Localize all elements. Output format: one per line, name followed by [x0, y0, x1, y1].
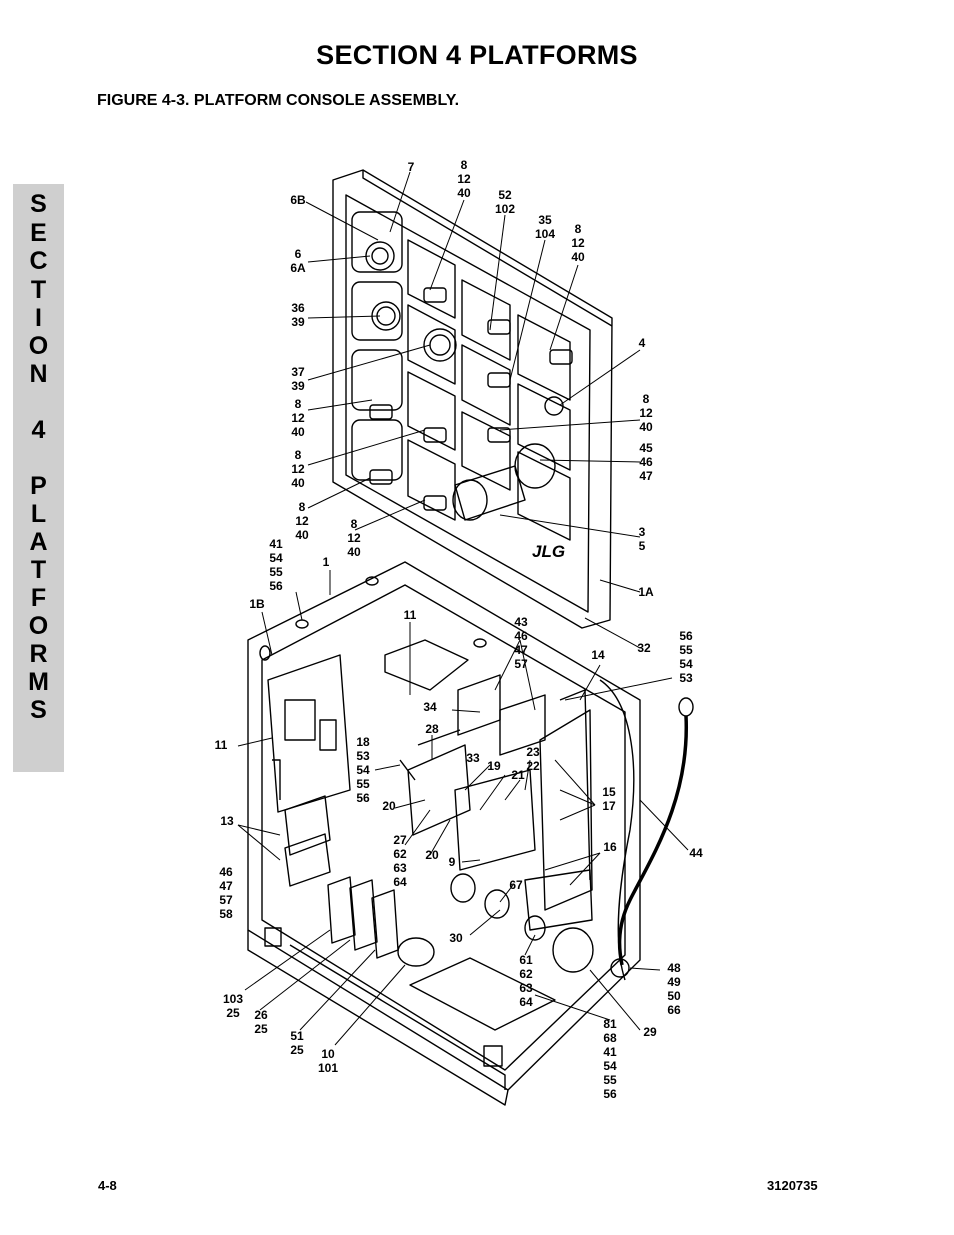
side-tab-letter: M — [28, 668, 49, 696]
side-tab-letter: F — [30, 584, 47, 612]
callout-29: 29 — [643, 1025, 657, 1039]
side-tab-letter: O — [28, 332, 49, 360]
circuit-board — [267, 654, 351, 813]
side-tab-letter: R — [29, 640, 48, 668]
callout-11-top: 11 — [404, 608, 417, 622]
callout-13: 13 — [220, 814, 234, 828]
document-number: 3120735 — [767, 1178, 818, 1193]
page-number: 4-8 — [98, 1178, 117, 1193]
callout-33: 33 — [466, 751, 480, 765]
relay-modules — [284, 674, 546, 967]
callout-16: 16 — [603, 840, 617, 854]
side-tab-letter: T — [30, 276, 47, 304]
side-tab-letter: S — [30, 190, 47, 218]
side-tab-letter: O — [28, 612, 49, 640]
terminal-blocks — [399, 689, 593, 931]
callout-34: 34 — [423, 700, 437, 714]
side-tab-letter: 4 — [31, 416, 46, 444]
side-tab-letter: L — [30, 500, 47, 528]
toggle-switch-icons — [365, 241, 573, 521]
callout-28: 28 — [425, 722, 439, 736]
figure-title: FIGURE 4-3. PLATFORM CONSOLE ASSEMBLY. — [97, 92, 460, 109]
side-tab-letter: T — [30, 556, 47, 584]
jlg-logo: JLG — [532, 542, 565, 561]
callout-19: 19 — [487, 759, 501, 773]
side-tab-letter: A — [29, 528, 48, 556]
section-side-tab: S E C T I O N 4 P L A T F O R M S — [13, 184, 64, 772]
ground-cable — [599, 679, 694, 981]
callout-11-left: 11 — [215, 738, 228, 752]
callout-14: 14 — [591, 648, 605, 662]
console-panel — [332, 169, 613, 629]
callout-20-b: 20 — [425, 848, 439, 862]
section-title: SECTION 4 PLATFORMS — [316, 40, 638, 70]
side-tab-letter: C — [29, 247, 48, 275]
callout-1: 1 — [323, 555, 330, 569]
enclosure-box — [247, 561, 641, 1106]
callout-20-a: 20 — [382, 799, 396, 813]
callout-1a: 1A — [638, 585, 654, 599]
side-tab-letter: E — [30, 219, 47, 247]
callout-67: 67 — [509, 878, 523, 892]
callout-7: 7 — [408, 160, 415, 174]
side-tab-letter: S — [30, 696, 47, 724]
callout-9: 9 — [449, 855, 456, 869]
cable-connectors — [409, 873, 594, 1031]
callout-30: 30 — [449, 931, 463, 945]
side-tab-letter: N — [29, 360, 48, 388]
callout-1b: 1B — [249, 597, 265, 611]
side-tab-letter: P — [30, 472, 47, 500]
side-tab-letter: I — [35, 304, 42, 332]
leader-lines — [237, 171, 689, 1046]
callout-44: 44 — [689, 846, 703, 860]
callout-6b: 6B — [290, 193, 306, 207]
callout-32: 32 — [637, 641, 651, 655]
callout-21: 21 — [511, 768, 525, 782]
callout-4: 4 — [639, 336, 646, 350]
